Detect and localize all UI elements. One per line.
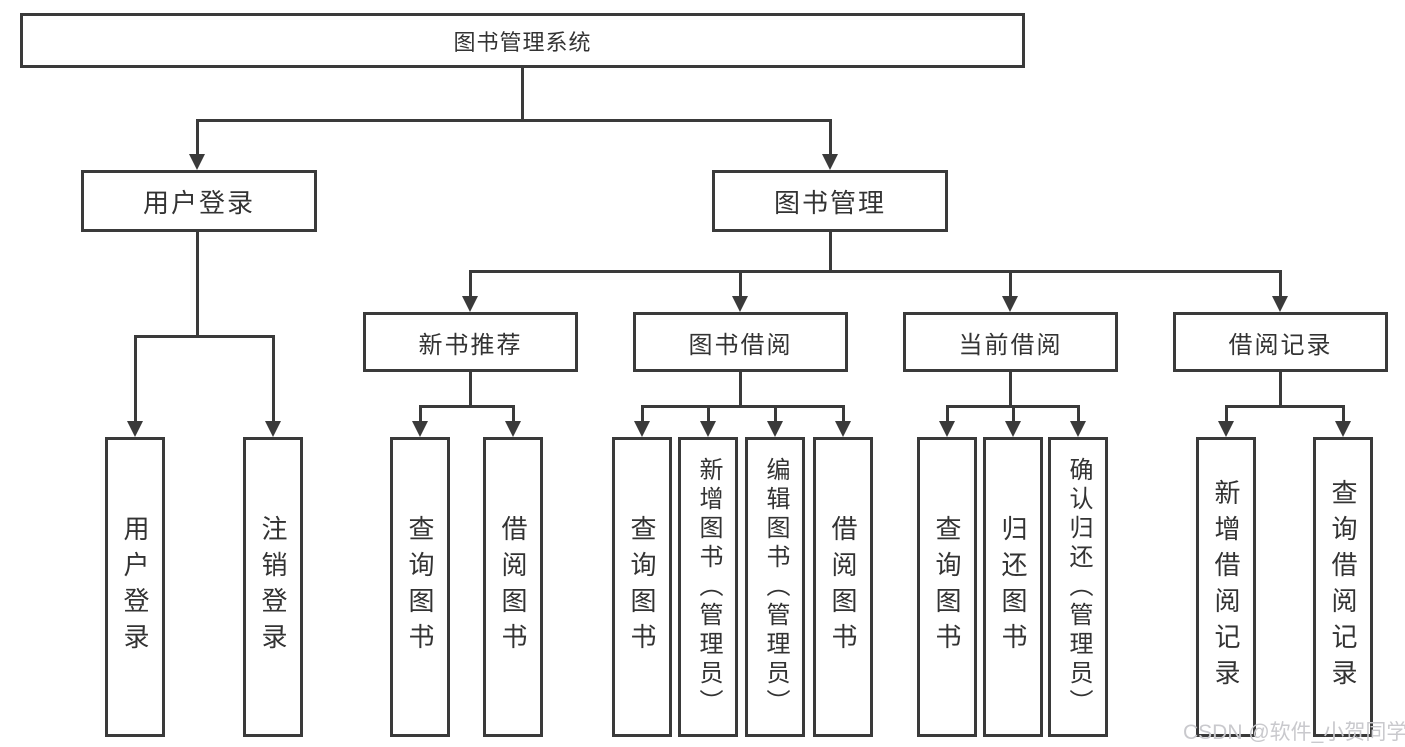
leaf-cb-return-books: 归还图书 (983, 437, 1043, 737)
node-current-borrow-label: 当前借阅 (958, 331, 1063, 359)
leaf-bb-add-books-admin: 新增图书（管理员） (678, 437, 738, 737)
leaf-user-login-label: 用户登录 (120, 515, 150, 659)
leaf-rec-borrow-books: 借阅图书 (483, 437, 543, 737)
connector-user-login-stub (196, 230, 199, 337)
csdn-watermark: CSDN @软件_小贺同学 (1183, 721, 1405, 744)
leaf-bb-query-books: 查询图书 (612, 437, 672, 737)
connector-borrow-records-hbar (1225, 405, 1345, 408)
arrowhead (732, 296, 748, 312)
connector-to-user-login (196, 119, 199, 157)
arrowhead (1005, 421, 1021, 437)
connector-leaf (641, 405, 644, 423)
node-root: 图书管理系统 (20, 13, 1025, 68)
connector-new-book-rec-hbar (419, 405, 515, 408)
arrowhead (505, 421, 521, 437)
leaf-rec-query-books: 查询图书 (390, 437, 450, 737)
arrowhead (1335, 421, 1351, 437)
node-root-label: 图书管理系统 (453, 29, 592, 55)
connector-book-borrow-stub (739, 370, 742, 407)
leaf-cb-confirm-return-admin: 确认归还（管理员） (1048, 437, 1108, 737)
arrowhead (634, 421, 650, 437)
leaf-bb-edit-books-admin: 编辑图书（管理员） (745, 437, 805, 737)
arrowhead (835, 421, 851, 437)
node-book-borrow: 图书借阅 (633, 312, 848, 372)
connector-to-book-borrow (739, 270, 742, 298)
connector-to-current-borrow (1009, 270, 1012, 298)
connector-leaf (1012, 405, 1015, 423)
arrowhead (700, 421, 716, 437)
arrowhead (767, 421, 783, 437)
node-user-login: 用户登录 (81, 170, 317, 232)
connector-to-new-book-rec (469, 270, 472, 298)
arrowhead (265, 421, 281, 437)
arrowhead (1002, 296, 1018, 312)
arrowhead (462, 296, 478, 312)
connector-book-borrow-hbar (641, 405, 844, 408)
arrowhead (1218, 421, 1234, 437)
leaf-bb-edit-books-admin-label: 编辑图书（管理员） (762, 456, 789, 718)
connector-to-leaf-user-login (134, 335, 137, 423)
connector-leaf (1077, 405, 1080, 423)
leaf-rec-borrow-books-label: 借阅图书 (498, 515, 528, 659)
leaf-bb-borrow-books-label: 借阅图书 (828, 515, 858, 659)
connector-leaf (419, 405, 422, 423)
leaf-logout: 注销登录 (243, 437, 303, 737)
leaf-cb-query-books: 查询图书 (917, 437, 977, 737)
node-new-book-rec-label: 新书推荐 (418, 331, 523, 359)
node-borrow-records: 借阅记录 (1173, 312, 1388, 372)
leaf-br-add-record: 新增借阅记录 (1196, 437, 1256, 737)
leaf-cb-query-books-label: 查询图书 (932, 515, 962, 659)
node-book-borrow-label: 图书借阅 (688, 331, 793, 359)
connector-current-borrow-stub (1009, 370, 1012, 407)
node-book-mgmt-label: 图书管理 (773, 187, 886, 218)
leaf-user-login: 用户登录 (105, 437, 165, 737)
leaf-bb-borrow-books: 借阅图书 (813, 437, 873, 737)
connector-leaf (1342, 405, 1345, 423)
arrowhead (822, 154, 838, 170)
leaf-cb-confirm-return-admin-label: 确认归还（管理员） (1065, 456, 1092, 718)
leaf-bb-add-books-admin-label: 新增图书（管理员） (695, 456, 722, 718)
leaf-logout-label: 注销登录 (258, 515, 288, 659)
node-borrow-records-label: 借阅记录 (1228, 331, 1333, 359)
connector-leaf (1225, 405, 1228, 423)
leaf-bb-query-books-label: 查询图书 (627, 515, 657, 659)
leaf-br-add-record-label: 新增借阅记录 (1211, 479, 1241, 695)
arrowhead (189, 154, 205, 170)
node-book-mgmt: 图书管理 (712, 170, 948, 232)
arrowhead (412, 421, 428, 437)
connector-leaf (946, 405, 949, 423)
arrowhead (1272, 296, 1288, 312)
connector-root-hbar (196, 119, 831, 122)
node-user-login-label: 用户登录 (142, 187, 255, 218)
leaf-rec-query-books-label: 查询图书 (405, 515, 435, 659)
arrowhead (939, 421, 955, 437)
node-new-book-rec: 新书推荐 (363, 312, 578, 372)
connector-leaf (842, 405, 845, 423)
connector-user-login-hbar (134, 335, 275, 338)
connector-leaf (707, 405, 710, 423)
connector-book-mgmt-hbar (469, 270, 1282, 273)
connector-new-book-rec-stub (469, 370, 472, 407)
connector-to-borrow-records (1279, 270, 1282, 298)
arrowhead (1070, 421, 1086, 437)
leaf-br-query-record: 查询借阅记录 (1313, 437, 1373, 737)
leaf-br-query-record-label: 查询借阅记录 (1328, 479, 1358, 695)
connector-leaf (774, 405, 777, 423)
connector-to-leaf-logout (272, 335, 275, 423)
node-current-borrow: 当前借阅 (903, 312, 1118, 372)
connector-root-stub (521, 66, 524, 121)
connector-to-book-mgmt (829, 119, 832, 157)
connector-leaf (512, 405, 515, 423)
leaf-cb-return-books-label: 归还图书 (998, 515, 1028, 659)
connector-borrow-records-stub (1279, 370, 1282, 407)
connector-book-mgmt-stub (829, 230, 832, 272)
arrowhead (127, 421, 143, 437)
